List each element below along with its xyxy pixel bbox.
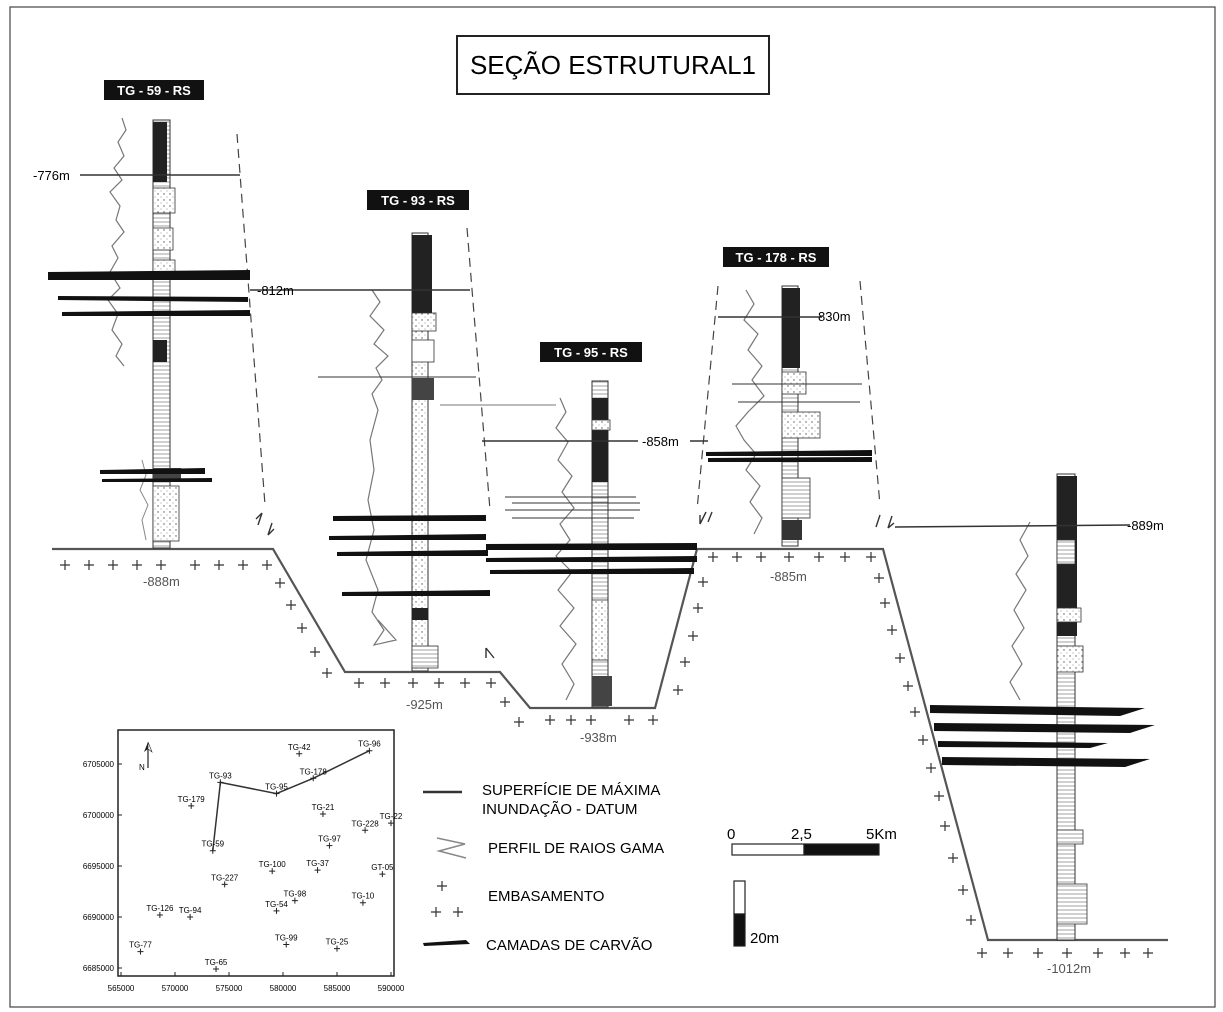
coal-layers-tg178 bbox=[706, 450, 872, 462]
gamma-log-tg178 bbox=[736, 290, 764, 534]
top-depth-tg93: -812m bbox=[257, 283, 294, 298]
map-x-tick-label: 585000 bbox=[324, 984, 351, 993]
top-depth-tg178: 830m bbox=[818, 309, 851, 324]
map-well-label: TG-93 bbox=[209, 771, 232, 780]
legend-datum-line2: INUNDAÇÃO - DATUM bbox=[482, 801, 638, 818]
map-well-label: TG-178 bbox=[300, 767, 328, 776]
map-well-label: TG-179 bbox=[178, 795, 206, 804]
well-name-tg59: TG - 59 - RS bbox=[117, 83, 191, 98]
map-well-label: TG-95 bbox=[265, 783, 288, 792]
map-y-tick-label: 6700000 bbox=[83, 811, 115, 820]
map-well-label: TG-126 bbox=[146, 904, 174, 913]
map-x-tick-label: 590000 bbox=[378, 984, 405, 993]
map-well-label: TG-98 bbox=[284, 890, 307, 899]
thin-layers-tg95 bbox=[505, 497, 640, 518]
top-depth-tg95: -858m bbox=[642, 434, 679, 449]
map-y-ticks: 6705000 6700000 6695000 6690000 6685000 bbox=[83, 760, 122, 973]
map-y-tick-label: 6690000 bbox=[83, 913, 115, 922]
well-name-tg178: TG - 178 - RS bbox=[736, 250, 817, 265]
legend: SUPERFÍCIE DE MÁXIMA INUNDAÇÃO - DATUM P… bbox=[423, 782, 664, 954]
well-column-tg178 bbox=[782, 286, 820, 546]
map-well-label: TG-94 bbox=[179, 906, 202, 915]
coal-layers-tg93 bbox=[329, 515, 490, 596]
legend-coal: CAMADAS DE CARVÃO bbox=[486, 937, 652, 954]
legend-datum-line1: SUPERFÍCIE DE MÁXIMA bbox=[482, 782, 660, 799]
map-well-label: TG-22 bbox=[380, 812, 403, 821]
basement-swatch bbox=[431, 881, 463, 917]
map-y-tick-label: 6685000 bbox=[83, 964, 115, 973]
map-well-label: TG-59 bbox=[201, 840, 224, 849]
map-well-label: GT-05 bbox=[371, 863, 394, 872]
basement-crosses-tg59 bbox=[60, 560, 332, 678]
map-well-label: TG-97 bbox=[318, 835, 341, 844]
map-y-tick-label: 6695000 bbox=[83, 862, 115, 871]
north-label: N bbox=[139, 763, 145, 772]
base-depth-tg178: -885m bbox=[770, 569, 807, 584]
horizontal-scale-bar: 0 2,5 5Km bbox=[727, 826, 897, 855]
coal-layers-tg95 bbox=[486, 543, 697, 574]
map-well-label: TG-77 bbox=[129, 941, 152, 950]
coal-swatch bbox=[423, 940, 470, 946]
base-depth-right: -1012m bbox=[1047, 961, 1091, 976]
vertical-scale-bar: 20m bbox=[734, 881, 779, 947]
gamma-log-right bbox=[1010, 522, 1030, 700]
legend-basement: EMBASAMENTO bbox=[488, 888, 604, 905]
map-well-label: TG-96 bbox=[358, 740, 381, 749]
well-column-tg93 bbox=[412, 233, 438, 671]
map-well-label: TG-100 bbox=[259, 860, 287, 869]
well-header-tg93: TG - 93 - RS bbox=[367, 190, 469, 210]
gamma-log-tg59 bbox=[108, 118, 126, 366]
well-header-tg178: TG - 178 - RS bbox=[723, 247, 829, 267]
scale-tick-2: 5Km bbox=[866, 826, 897, 843]
top-depth-tg59: -776m bbox=[33, 168, 70, 183]
section-title: SEÇÃO ESTRUTURAL1 bbox=[470, 50, 756, 80]
well-name-tg93: TG - 93 - RS bbox=[381, 193, 455, 208]
well-column-tg59 bbox=[153, 120, 181, 548]
scale-tick-0: 0 bbox=[727, 826, 735, 843]
base-depth-tg59: -888m bbox=[143, 574, 180, 589]
scale-vertical-label: 20m bbox=[750, 930, 779, 947]
coal-layers-tg59 bbox=[48, 270, 250, 482]
map-well-label: TG-25 bbox=[326, 938, 349, 947]
base-depth-tg93: -925m bbox=[406, 697, 443, 712]
map-well-label: TG-10 bbox=[352, 892, 375, 901]
map-well-label: TG-99 bbox=[275, 934, 298, 943]
gamma-swatch bbox=[437, 838, 466, 858]
well-header-tg95: TG - 95 - RS bbox=[540, 342, 642, 362]
map-well-label: TG-54 bbox=[265, 900, 288, 909]
well-name-tg95: TG - 95 - RS bbox=[554, 345, 628, 360]
map-frame bbox=[118, 730, 394, 976]
datum-line-right bbox=[895, 525, 1130, 527]
coal-layers-right bbox=[930, 705, 1155, 767]
location-map: 6705000 6700000 6695000 6690000 6685000 5650… bbox=[83, 730, 405, 993]
map-well-label: TG-65 bbox=[205, 958, 228, 967]
map-x-tick-label: 570000 bbox=[162, 984, 189, 993]
top-depth-right: -889m bbox=[1127, 518, 1164, 533]
map-x-tick-label: 565000 bbox=[108, 984, 135, 993]
well-header-tg59: TG - 59 - RS bbox=[104, 80, 204, 100]
map-y-tick-label: 6705000 bbox=[83, 760, 115, 769]
map-well-label: TG-21 bbox=[312, 803, 335, 812]
scale-tick-1: 2,5 bbox=[791, 826, 812, 843]
legend-gamma: PERFIL DE RAIOS GAMA bbox=[488, 840, 664, 857]
map-well-label: TG-37 bbox=[306, 859, 329, 868]
map-well-label: TG-42 bbox=[288, 743, 311, 752]
map-well-label: TG-227 bbox=[211, 873, 239, 882]
base-depth-tg95: -938m bbox=[580, 730, 617, 745]
map-well-label: TG-228 bbox=[352, 819, 380, 828]
map-x-tick-label: 575000 bbox=[216, 984, 243, 993]
map-x-tick-label: 580000 bbox=[270, 984, 297, 993]
basement-crosses-tg178 bbox=[708, 552, 876, 562]
